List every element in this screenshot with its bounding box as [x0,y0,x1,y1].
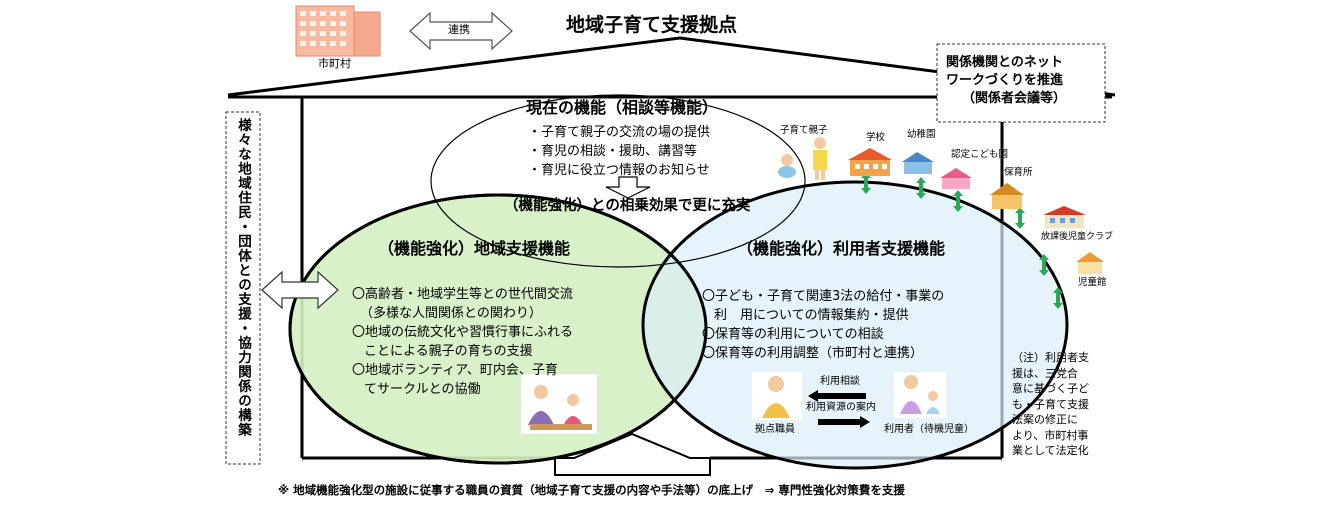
staff-image [752,372,802,420]
left-box [225,111,261,465]
synergy-text: （機能強化）との相乗効果で更に充実 [504,198,751,214]
current-item-3: ・育児に役立つ情報のお知らせ [528,163,710,178]
down-arrow-icon [605,176,651,199]
elder-child-activity-image [521,374,597,434]
current-item-1: ・子育て親子の交流の場の提供 [528,125,711,140]
footer-text: ※ 地域機能強化型の施設に従事する職員の資質（地域子育て支援の内容や手法等）の底… [278,483,905,497]
city-building-icon [295,5,381,57]
current-item-2: ・育児の相談・援助、講習等 [528,144,698,159]
user-support-ellipse [641,180,1069,470]
flow-guide-label: 利用資源の案内 [806,402,876,413]
school-label: 学校 [866,132,886,143]
note-line-2: 援は、三党合 [1012,366,1078,380]
school-icon [848,148,892,176]
left-box-text: 様々な地域住民・団体との支援・協力関係の構築 [235,118,251,437]
user-item-1: 〇子ども・子育て関連3法の給付・事業の [702,289,945,304]
guide-arrow-icon [818,416,870,428]
note-text: （注）利用者支 援は、三党合 意に基づく子ど も・子育て支援 法案の修正に より… [1012,350,1089,459]
left-double-arrow-icon [261,270,339,310]
user-item-3: 〇保育等の利用についての相談 [702,327,884,342]
nursery-icon [990,183,1024,209]
children-hall-icon [1076,252,1104,274]
user-item-2: 利 用についての情報集約・提供 [714,308,909,323]
network-box-text: 関係機関とのネット ワークづくりを推進 （関係者会議等） [946,54,1066,108]
current-function-ellipse [430,94,806,268]
regional-item-3: 〇地域の伝統文化や習慣行事にふれる [352,325,574,340]
flow-user-label: 利用者（待機児童） [884,424,974,435]
current-function-list: ・子育て親子の交流の場の提供 ・育児の相談・援助、講習等 ・育児に役立つ情報のお… [528,123,710,180]
kindergarten-icon [902,152,934,174]
note-line-4: も・子育て支援 [1012,397,1089,411]
facility-arrows [861,172,1063,309]
note-line-6: より、市町村事 [1012,428,1089,442]
user-support-heading: （機能強化）利用者支援機能 [737,239,946,258]
note-line-7: 業として法定化 [1012,444,1089,457]
afterschool-icon [1043,206,1086,228]
user-item-4: 〇保育等の利用調整（市町村と連携） [702,346,924,361]
note-line-3: 意に基づく子ど [1012,382,1089,395]
parent-child-icon [778,137,827,180]
regional-support-heading: （機能強化）地域支援機能 [378,239,571,258]
regional-item-2: （多様な人間関係との関わり） [360,306,542,321]
nursery-label: 保育所 [1004,167,1033,178]
network-box [936,43,1106,123]
bottom-up-arrow-icon [554,432,711,476]
kindergarten-label: 幼稚園 [907,129,936,140]
flow-staff-label: 拠点職員 [755,424,795,435]
consult-arrow-icon [808,390,866,402]
regional-support-list: 〇高齢者・地域学生等との世代間交流 （多様な人間関係との関わり） 〇地域の伝統文… [352,285,573,399]
network-line-1: 関係機関とのネット [946,55,1063,70]
network-line-3: （関係者会議等） [962,91,1067,106]
regional-item-5: 〇地域ボランティア、町内会、子育 [352,363,558,378]
page-title: 地域子育て支援拠点 [566,14,738,36]
city-label: 市町村 [318,57,351,70]
user-image [894,372,946,418]
afterschool-label: 放課後児童クラブ [1041,232,1114,242]
note-line-1: （注）利用者支 [1012,351,1089,364]
regional-item-6: てサークルとの協働 [364,382,481,397]
regional-item-1: 〇高齢者・地域学生等との世代間交流 [352,287,573,302]
children-hall-label: 児童館 [1078,277,1107,288]
current-function-heading: 現在の機能（相談等機能） [526,98,719,117]
certified-label: 認定こども園 [951,149,1009,160]
link-label: 連携 [448,23,470,36]
note-line-5: 法案の修正に [1012,413,1078,426]
flow-consult-label: 利用相談 [820,376,860,387]
link-arrow-icon [409,11,513,51]
user-support-list: 〇子ども・子育て関連3法の給付・事業の 利 用についての情報集約・提供 〇保育等… [702,287,944,363]
certified-icon [940,168,972,189]
regional-item-4: ことによる親子の育ちの支援 [364,344,533,359]
network-line-2: ワークづくりを推進 [946,73,1064,88]
parent-child-label: 子育て親子 [780,125,828,136]
